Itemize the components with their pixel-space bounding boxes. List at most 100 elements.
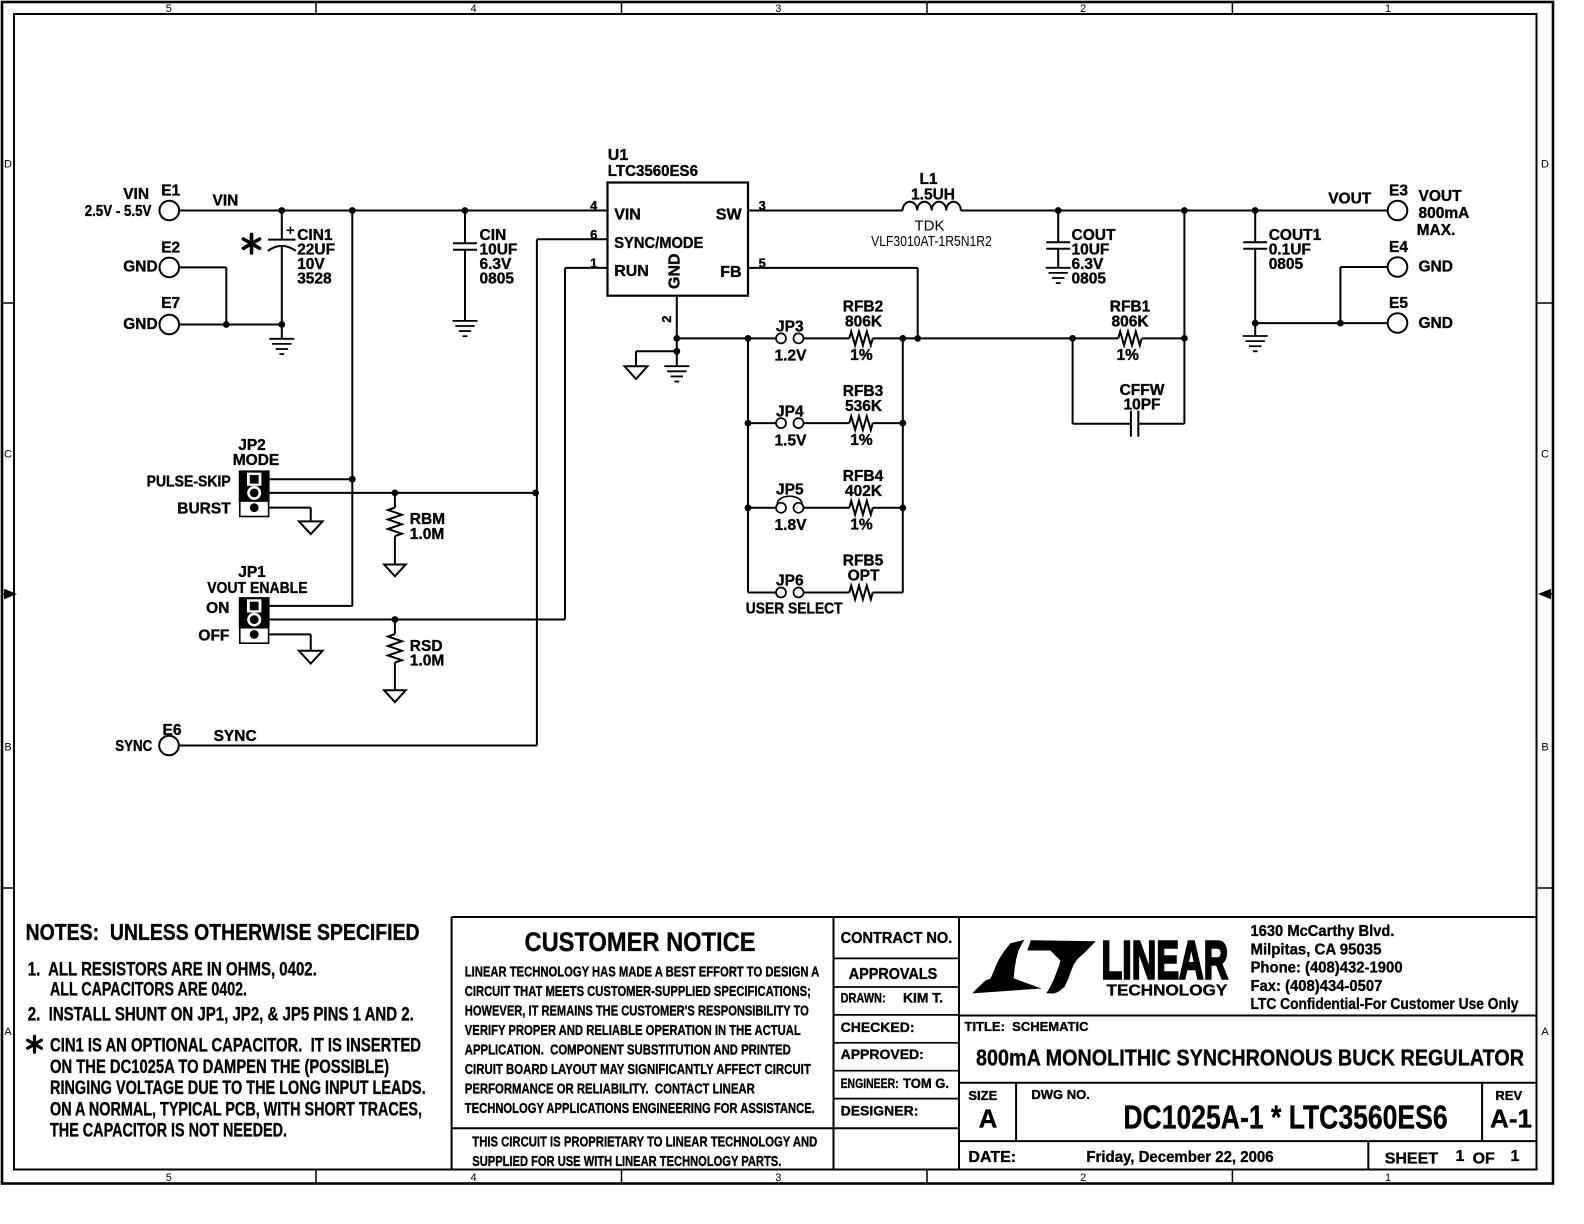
svg-text:GND: GND bbox=[667, 253, 684, 289]
svg-text:536K: 536K bbox=[845, 398, 883, 415]
svg-text:10PF: 10PF bbox=[1123, 396, 1160, 413]
svg-text:10UF: 10UF bbox=[480, 242, 518, 259]
svg-text:VERIFY PROPER AND RELIABLE OPE: VERIFY PROPER AND RELIABLE OPERATION IN … bbox=[465, 1023, 801, 1039]
svg-text:RFB4: RFB4 bbox=[843, 468, 884, 485]
svg-text:APPLICATION. COMPONENT SUBSTI: APPLICATION. COMPONENT SUBSTITUTION AND … bbox=[465, 1042, 791, 1058]
svg-text:SUPPLIED FOR USE WITH LINEAR T: SUPPLIED FOR USE WITH LINEAR TECHNOLOGY … bbox=[472, 1154, 781, 1170]
svg-text:1.2V: 1.2V bbox=[775, 348, 808, 365]
svg-text:LINEAR: LINEAR bbox=[1102, 931, 1229, 991]
svg-text:SYNC: SYNC bbox=[214, 728, 257, 745]
svg-text:E1: E1 bbox=[161, 182, 180, 199]
svg-text:VOUT: VOUT bbox=[1328, 191, 1372, 208]
svg-text:U1: U1 bbox=[608, 147, 629, 164]
svg-text:RFB3: RFB3 bbox=[843, 383, 884, 400]
svg-text:RSD: RSD bbox=[410, 638, 443, 655]
svg-text:GND: GND bbox=[123, 259, 157, 276]
svg-text:1.8V: 1.8V bbox=[775, 517, 808, 534]
svg-text:JP6: JP6 bbox=[776, 573, 804, 590]
svg-text:JP1: JP1 bbox=[238, 564, 266, 581]
svg-text:5: 5 bbox=[166, 1172, 172, 1184]
svg-text:CFFW: CFFW bbox=[1120, 382, 1165, 399]
svg-text:DWG NO.: DWG NO. bbox=[1031, 1087, 1090, 1102]
svg-text:2: 2 bbox=[1080, 3, 1086, 15]
svg-text:1: 1 bbox=[590, 256, 597, 271]
svg-text:2: 2 bbox=[1080, 1172, 1086, 1184]
svg-text:4: 4 bbox=[590, 198, 598, 213]
svg-text:L1: L1 bbox=[919, 171, 937, 188]
svg-text:A: A bbox=[1541, 1026, 1549, 1038]
svg-text:800mA: 800mA bbox=[1419, 205, 1470, 222]
svg-text:D: D bbox=[4, 159, 12, 171]
svg-text:JP5: JP5 bbox=[776, 481, 804, 498]
svg-text:CIRUIT BOARD LAYOUT MAY SIGNIF: CIRUIT BOARD LAYOUT MAY SIGNIFICANTLY AF… bbox=[465, 1062, 811, 1078]
svg-text:1.0M: 1.0M bbox=[410, 526, 444, 543]
svg-text:SYNC: SYNC bbox=[115, 738, 152, 755]
svg-text:THE CAPACITOR IS NOT NEEDED.: THE CAPACITOR IS NOT NEEDED. bbox=[50, 1121, 287, 1142]
svg-text:LTC3560ES6: LTC3560ES6 bbox=[608, 163, 698, 180]
svg-text:800mA MONOLITHIC SYNCHRONOUS B: 800mA MONOLITHIC SYNCHRONOUS BUCK REGULA… bbox=[976, 1044, 1524, 1070]
svg-text:3: 3 bbox=[759, 198, 766, 213]
svg-text:TOM G.: TOM G. bbox=[903, 1075, 949, 1091]
svg-text:LTC Confidential-For Customer: LTC Confidential-For Customer Use Only bbox=[1251, 996, 1519, 1013]
svg-text:1.5UH: 1.5UH bbox=[911, 187, 955, 204]
svg-text:JP2: JP2 bbox=[238, 437, 266, 454]
svg-text:COUT: COUT bbox=[1072, 227, 1116, 244]
svg-text:1.0M: 1.0M bbox=[410, 652, 444, 669]
svg-text:USER SELECT: USER SELECT bbox=[746, 600, 843, 617]
svg-text:JP4: JP4 bbox=[776, 403, 804, 420]
svg-text:CHECKED:: CHECKED: bbox=[841, 1019, 915, 1035]
svg-text:VOUT: VOUT bbox=[1419, 188, 1463, 205]
svg-text:1: 1 bbox=[1456, 1148, 1465, 1165]
svg-text:PERFORMANCE OR RELIABILITY. C: PERFORMANCE OR RELIABILITY. CONTACT LINE… bbox=[465, 1081, 755, 1097]
svg-text:RFB5: RFB5 bbox=[843, 553, 884, 570]
svg-text:C: C bbox=[1541, 449, 1549, 461]
svg-text:3: 3 bbox=[775, 3, 781, 15]
svg-text:10UF: 10UF bbox=[1072, 242, 1110, 259]
svg-text:0.1UF: 0.1UF bbox=[1269, 242, 1311, 259]
svg-text:GND: GND bbox=[1419, 315, 1453, 332]
svg-text:APPROVALS: APPROVALS bbox=[849, 966, 938, 983]
svg-text:B: B bbox=[1541, 742, 1548, 754]
svg-text:TDK: TDK bbox=[915, 217, 945, 234]
svg-text:CIN1 IS AN OPTIONAL CAPACITOR.: CIN1 IS AN OPTIONAL CAPACITOR. IT IS INS… bbox=[50, 1036, 421, 1057]
svg-text:CONTRACT NO.: CONTRACT NO. bbox=[841, 930, 953, 947]
svg-text:CUSTOMER NOTICE: CUSTOMER NOTICE bbox=[525, 927, 756, 957]
svg-text:1: 1 bbox=[1511, 1148, 1520, 1165]
svg-text:RFB1: RFB1 bbox=[1110, 299, 1151, 316]
svg-text:BURST: BURST bbox=[177, 501, 231, 518]
svg-text:KIM T.: KIM T. bbox=[903, 990, 943, 1006]
svg-text:DC1025A-1 * LTC3560ES6: DC1025A-1 * LTC3560ES6 bbox=[1123, 1099, 1447, 1136]
svg-text:0805: 0805 bbox=[1072, 270, 1107, 287]
svg-text:Milpitas, CA 95035: Milpitas, CA 95035 bbox=[1251, 941, 1382, 958]
svg-text:E6: E6 bbox=[163, 722, 182, 739]
svg-text:RUN: RUN bbox=[614, 263, 649, 280]
svg-text:A-1: A-1 bbox=[1490, 1104, 1532, 1134]
svg-text:OFF: OFF bbox=[198, 627, 229, 644]
svg-text:SYNC/MODE: SYNC/MODE bbox=[614, 235, 703, 252]
svg-text:GND: GND bbox=[1419, 259, 1453, 276]
svg-text:APPROVED:: APPROVED: bbox=[841, 1046, 924, 1062]
svg-text:C: C bbox=[4, 449, 12, 461]
svg-text:ON THE DC1025A TO DAMPEN THE (: ON THE DC1025A TO DAMPEN THE (POSSIBLE) bbox=[50, 1057, 389, 1078]
svg-text:COUT1: COUT1 bbox=[1269, 227, 1322, 244]
svg-text:4: 4 bbox=[471, 1172, 477, 1184]
svg-text:Friday, December 22, 2006: Friday, December 22, 2006 bbox=[1086, 1149, 1273, 1166]
svg-text:ENGINEER:: ENGINEER: bbox=[841, 1075, 899, 1091]
svg-text:VIN: VIN bbox=[614, 207, 641, 224]
svg-text:VIN: VIN bbox=[123, 186, 149, 203]
svg-text:OF: OF bbox=[1473, 1150, 1495, 1167]
svg-text:RINGING VOLTAGE DUE TO THE LON: RINGING VOLTAGE DUE TO THE LONG INPUT LE… bbox=[50, 1078, 426, 1099]
svg-text:1: 1 bbox=[1385, 1172, 1391, 1184]
svg-text:A: A bbox=[979, 1104, 998, 1134]
svg-text:0805: 0805 bbox=[1269, 256, 1304, 273]
svg-text:1. ALL RESISTORS ARE IN OHMS,: 1. ALL RESISTORS ARE IN OHMS, 0402. bbox=[28, 960, 317, 981]
svg-text:TECHNOLOGY: TECHNOLOGY bbox=[1107, 983, 1228, 1000]
svg-text:FB: FB bbox=[720, 264, 741, 281]
svg-text:Phone: (408)432-1900: Phone: (408)432-1900 bbox=[1251, 960, 1403, 977]
svg-text:E7: E7 bbox=[161, 295, 180, 312]
svg-text:2.5V - 5.5V: 2.5V - 5.5V bbox=[85, 203, 152, 220]
svg-text:0805: 0805 bbox=[480, 270, 515, 287]
svg-text:VOUT ENABLE: VOUT ENABLE bbox=[207, 580, 307, 597]
svg-text:3528: 3528 bbox=[297, 270, 332, 287]
svg-text:5: 5 bbox=[759, 256, 766, 271]
